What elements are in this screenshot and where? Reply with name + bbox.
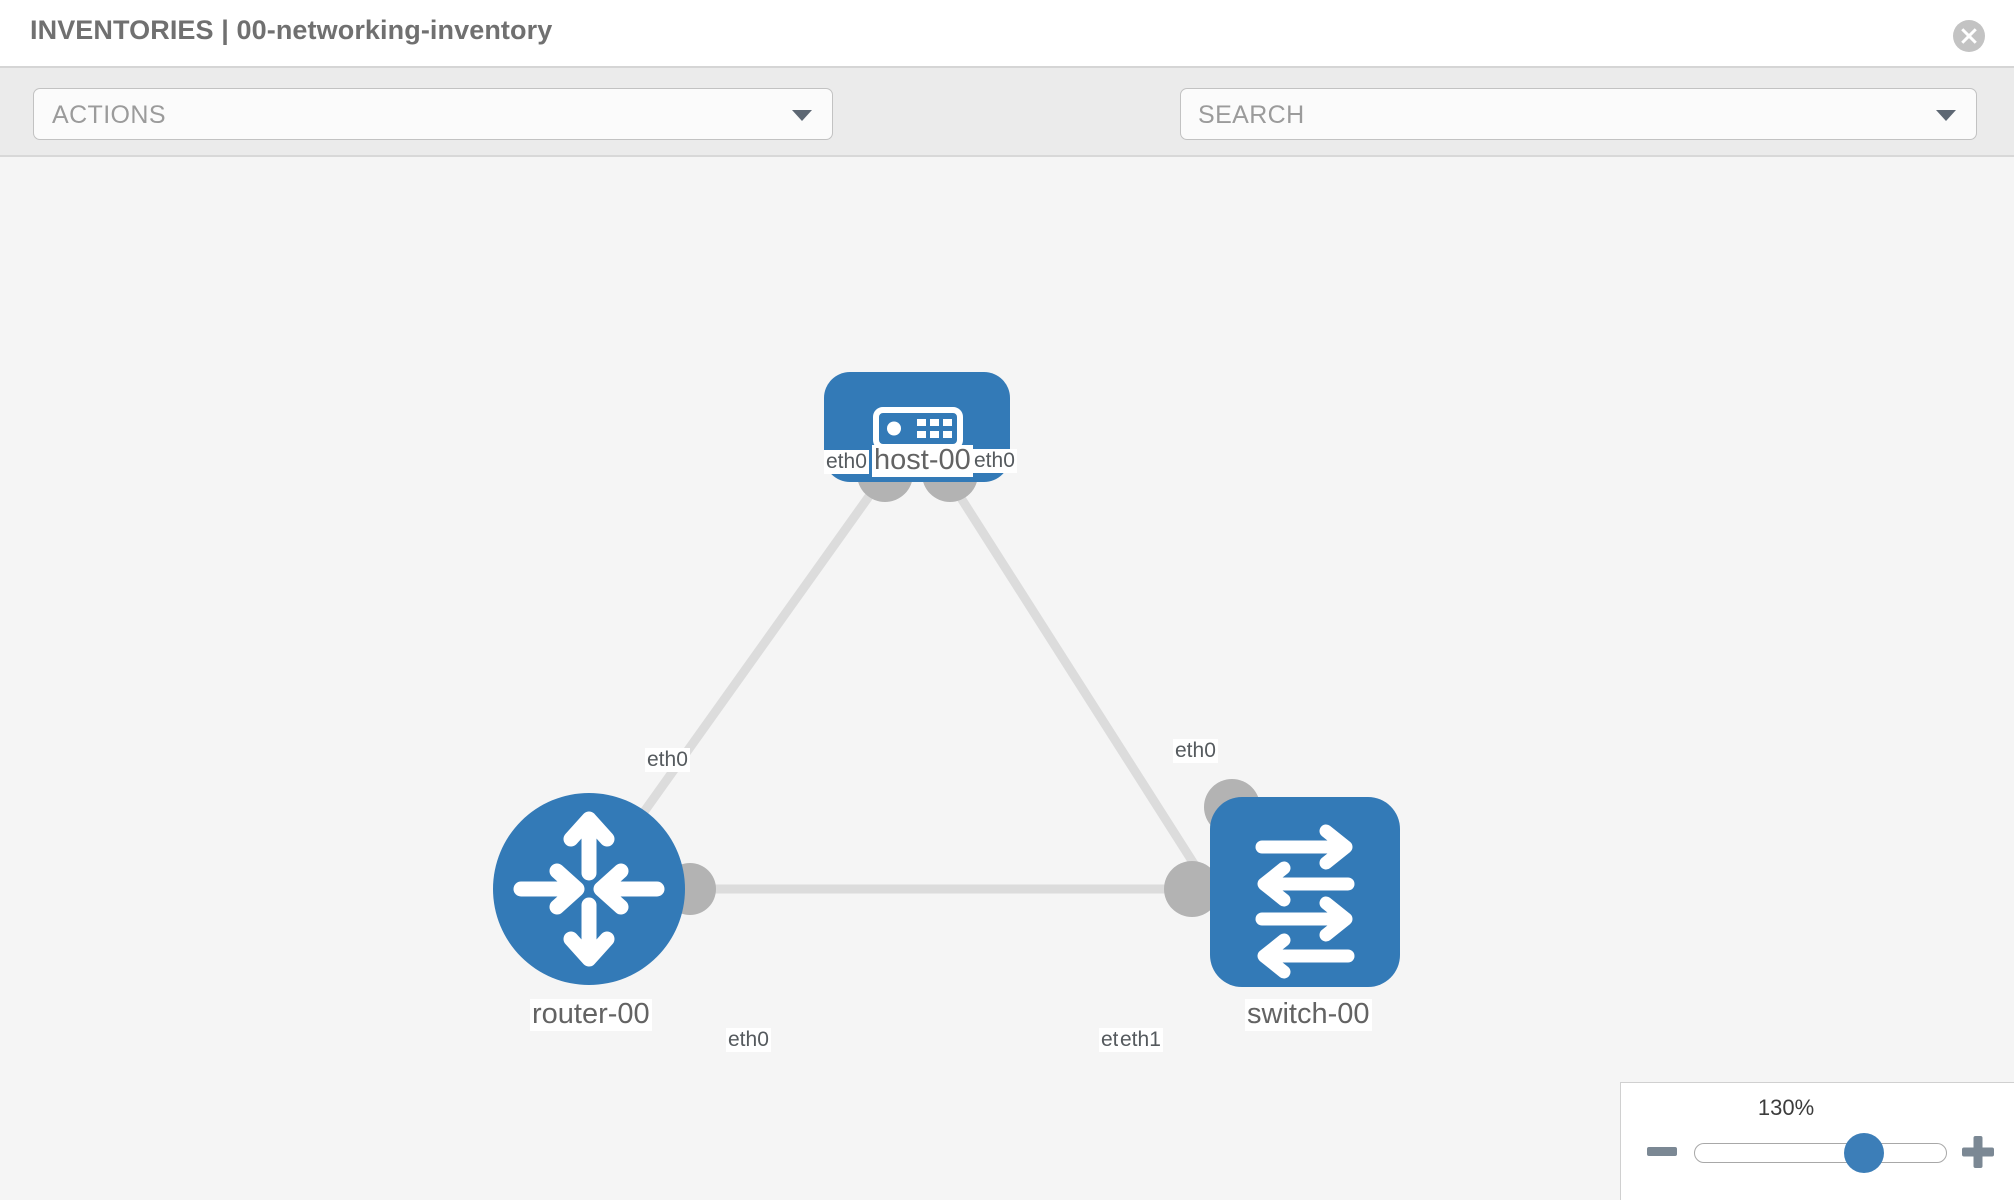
topology-connectors xyxy=(664,446,1260,917)
chevron-down-icon xyxy=(792,110,812,121)
iface-label-host-eth0-right: eth0 xyxy=(972,449,1017,474)
page-title: INVENTORIES | 00-networking-inventory xyxy=(30,15,553,45)
chevron-down-icon xyxy=(1936,110,1956,121)
iface-label-switch-eth1: eth1 xyxy=(1118,1028,1163,1053)
zoom-slider-thumb[interactable] xyxy=(1844,1133,1884,1173)
zoom-slider-track[interactable] xyxy=(1694,1143,1947,1163)
zoom-control-panel: 130% xyxy=(1620,1082,2014,1200)
link-host-switch[interactable] xyxy=(913,426,1214,892)
iface-label-router-eth0: eth0 xyxy=(726,1028,771,1053)
actions-dropdown-label: ACTIONS xyxy=(52,101,166,129)
node-label-router-00: router-00 xyxy=(530,998,652,1031)
search-placeholder: SEARCH xyxy=(1198,101,1305,129)
iface-label-router-eth0-uplink: eth0 xyxy=(645,748,690,773)
node-label-switch-00: switch-00 xyxy=(1245,998,1372,1031)
topology-graph xyxy=(493,372,1400,987)
switch-arrows-icon xyxy=(1255,824,1355,979)
page-header: INVENTORIES | 00-networking-inventory xyxy=(0,0,2014,68)
topology-links xyxy=(585,426,1214,894)
router-arrows-icon xyxy=(513,811,665,967)
plus-icon[interactable] xyxy=(1959,1133,1997,1171)
iface-label-host-eth0-left: eth0 xyxy=(824,450,869,475)
node-router-00[interactable] xyxy=(493,793,685,985)
zoom-level-label: 130% xyxy=(1757,1095,1815,1120)
iface-label-switch-eth0-uplink: eth0 xyxy=(1173,739,1218,764)
close-icon[interactable] xyxy=(1953,20,1985,52)
node-label-host-00: host-00 xyxy=(872,444,973,477)
actions-dropdown[interactable]: ACTIONS xyxy=(33,88,833,140)
topology-canvas[interactable]: eth0 eth0 eth0 eth0 eth0 eth0 eth1 host-… xyxy=(0,157,2014,1200)
toolbar: ACTIONS SEARCH xyxy=(0,68,2014,204)
minus-icon[interactable] xyxy=(1645,1135,1679,1169)
connector-switch-eth1[interactable] xyxy=(1164,861,1220,917)
search-input[interactable]: SEARCH xyxy=(1180,88,1977,140)
node-switch-00[interactable] xyxy=(1210,797,1400,987)
